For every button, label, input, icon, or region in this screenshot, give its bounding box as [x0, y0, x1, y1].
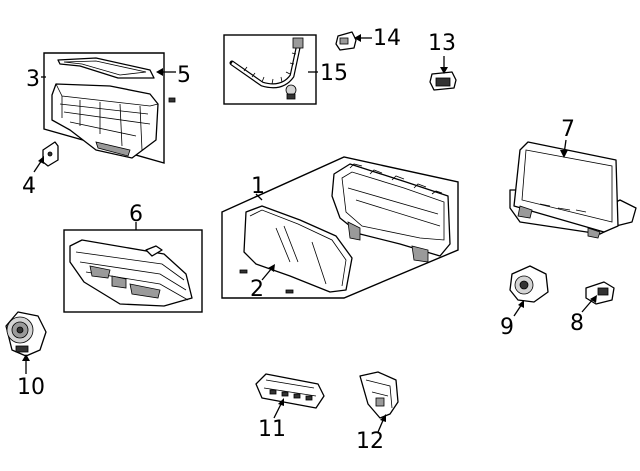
- group-box-1: [221, 156, 459, 299]
- group-box-6: [63, 229, 203, 313]
- part-3-panel-housing: [43, 52, 176, 164]
- part-4-bracket: [42, 141, 59, 167]
- group-box-15: [223, 34, 317, 105]
- callout-5: 5: [177, 63, 191, 88]
- part-6-panel: [63, 229, 203, 313]
- part-10-speaker: [5, 311, 47, 357]
- callout-labels: 1 2 3 4 5 6 7 8 9 10 11 12 13 14 15: [17, 26, 584, 454]
- part-9-speaker: [509, 265, 549, 303]
- callout-1: 1: [251, 174, 265, 199]
- clip-small: [168, 97, 176, 103]
- group-box-3: [43, 52, 165, 164]
- callout-10: 10: [17, 375, 45, 400]
- callout-15: 15: [320, 61, 348, 86]
- callout-7: 7: [561, 117, 575, 142]
- callout-12: 12: [356, 429, 384, 454]
- part-7-display: [509, 141, 637, 239]
- callout-14: 14: [373, 26, 401, 51]
- callout-4: 4: [22, 174, 36, 199]
- callout-13: 13: [428, 31, 456, 56]
- callout-3: 3: [26, 67, 40, 92]
- part-12-bracket: [359, 371, 399, 419]
- part-11-switch-panel: [255, 373, 325, 409]
- callout-2: 2: [250, 277, 264, 302]
- leader-lines: [22, 34, 597, 433]
- part-5-gasket: [57, 57, 155, 79]
- part-1-meter-assembly: [221, 156, 459, 299]
- callout-6: 6: [129, 202, 143, 227]
- part-2-lens: [243, 205, 353, 293]
- part-13-switch: [429, 71, 457, 91]
- part-15-harness: [223, 34, 317, 105]
- callout-11: 11: [258, 417, 286, 442]
- part-14-connector: [335, 31, 357, 51]
- callout-9: 9: [500, 315, 514, 340]
- callout-8: 8: [570, 311, 584, 336]
- part-8-sensor: [585, 281, 615, 305]
